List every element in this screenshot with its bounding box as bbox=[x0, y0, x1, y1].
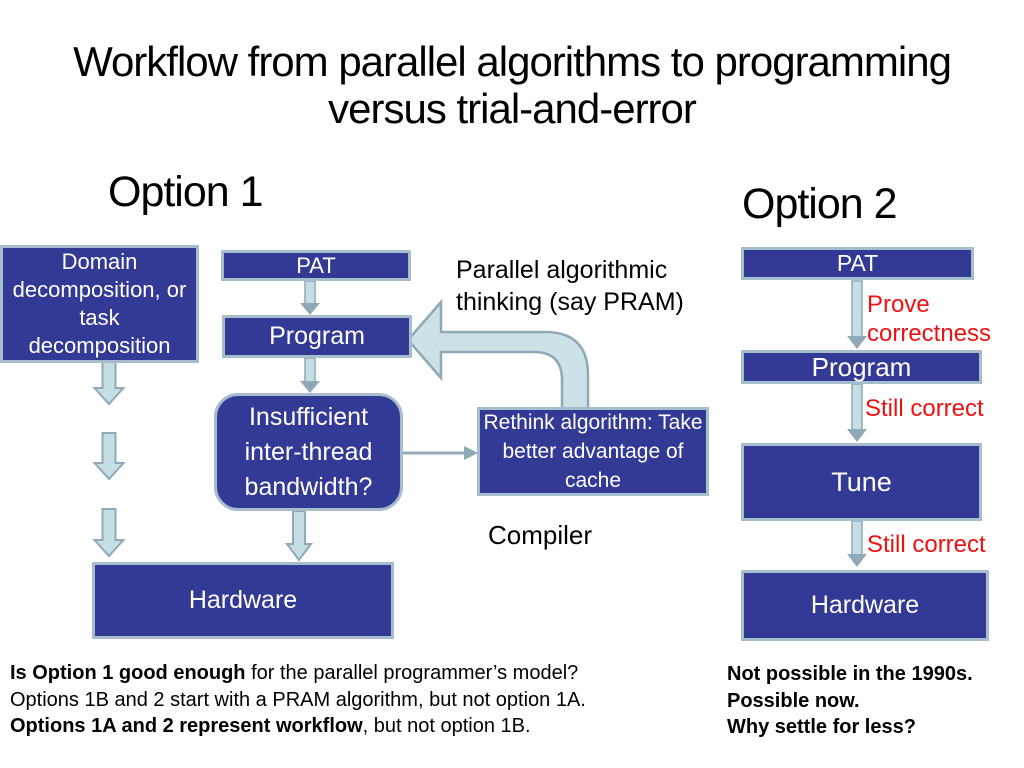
footer-right-text: Not possible in the 1990s. Possible now.… bbox=[727, 661, 1017, 741]
arrow-insufficient-to-hardware-icon bbox=[285, 510, 313, 562]
option1-pat-box: PAT bbox=[221, 250, 411, 281]
footer-right-line2: Possible now. bbox=[727, 689, 860, 712]
footer-left-line1-bold: Is Option 1 good enough bbox=[10, 662, 246, 684]
arrow-insufficient-to-rethink-icon bbox=[403, 446, 478, 460]
still-correct-note-1: Still correct bbox=[865, 395, 984, 422]
option2-program-box: Program bbox=[741, 350, 982, 384]
footer-right-line3: Why settle for less? bbox=[727, 716, 916, 738]
arrow-rethink-to-program-icon bbox=[406, 298, 590, 411]
footer-left-line3-rest: , but not option 1B. bbox=[362, 715, 531, 737]
rethink-algorithm-box: Rethink algorithm: Take better advantage… bbox=[477, 407, 709, 496]
footer-right-line1: Not possible in the 1990s. bbox=[727, 663, 973, 685]
compiler-label: Compiler bbox=[488, 520, 593, 550]
slide-title-line2: versus trial-and-error bbox=[328, 85, 697, 132]
option1-program-box: Program bbox=[222, 315, 412, 358]
footer-left-line1: Is Option 1 good enough for the parallel… bbox=[10, 660, 675, 687]
footer-left-line2-rest: Options 1B and 2 start with a PRAM algor… bbox=[10, 688, 586, 711]
footer-left-text: Is Option 1 good enough for the parallel… bbox=[10, 660, 675, 740]
insufficient-bandwidth-box: Insufficient inter-thread bandwidth? bbox=[214, 393, 403, 511]
domain-decomposition-box: Domain decomposition, or task decomposit… bbox=[0, 245, 199, 363]
still-correct-note-2: Still correct bbox=[867, 531, 986, 558]
option2-heading: Option 2 bbox=[742, 180, 898, 228]
prove-correctness-note: Prove correctness bbox=[867, 291, 992, 347]
option2-pat-box: PAT bbox=[741, 247, 974, 280]
slide-title-line1: Workflow from parallel algorithms to pro… bbox=[73, 38, 952, 85]
option1-hardware-box: Hardware bbox=[92, 562, 394, 639]
parallel-thinking-note: Parallel algorithmic thinking (say PRAM) bbox=[456, 256, 684, 316]
option2-hardware-box: Hardware bbox=[741, 570, 989, 641]
footer-left-line3-bold: Options 1A and 2 represent workflow bbox=[10, 715, 363, 737]
footer-left-line3: Options 1A and 2 represent workflow, but… bbox=[10, 713, 675, 740]
slide-title: Workflow from parallel algorithms to pro… bbox=[0, 38, 1024, 132]
footer-left-line1-rest: for the parallel programmer’s model? bbox=[245, 662, 579, 684]
option2-tune-box: Tune bbox=[741, 443, 982, 521]
option1-heading: Option 1 bbox=[108, 168, 264, 216]
footer-left-line2: Options 1B and 2 start with a PRAM algor… bbox=[10, 687, 675, 714]
arrow-down-small-icon bbox=[847, 280, 867, 567]
